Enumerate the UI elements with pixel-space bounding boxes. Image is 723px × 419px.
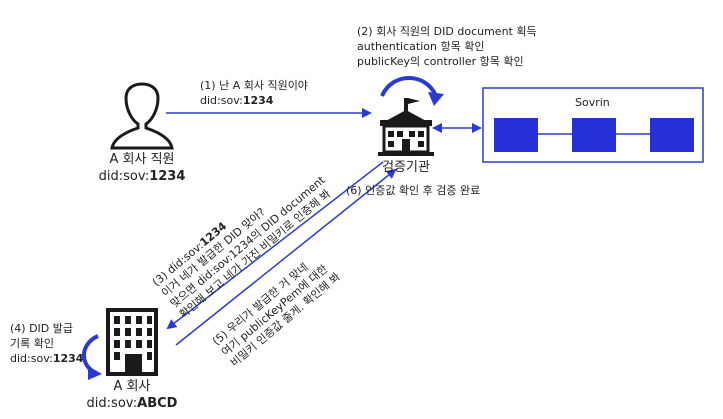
person-icon [110, 82, 174, 150]
step2-line3: publicKey의 controller 항목 확인 [357, 55, 524, 68]
arrow-step3 [166, 161, 384, 330]
verifier-name: 검증기관 [382, 160, 430, 175]
arrow-step2-curve [380, 76, 438, 97]
step1-did: did:sov:1234 [200, 94, 273, 108]
ledger-name: Sovrin [575, 96, 610, 109]
step2-line2: authentication 항목 확인 [357, 40, 485, 53]
step4-did-prefix: did:sov: [10, 352, 53, 365]
step1-did-prefix: did:sov: [200, 94, 243, 107]
step1-line1: (1) 난 A 회사 직원이야 [200, 79, 308, 92]
arrow-step4-curve [82, 334, 99, 374]
institution-building-icon [378, 98, 434, 156]
step4-did: did:sov:1234 [10, 352, 83, 366]
step1-did-number: 1234 [242, 94, 274, 107]
arrow-step2-head [428, 92, 444, 106]
ledger-block-3 [650, 118, 694, 152]
company-did-prefix: did:sov: [86, 396, 138, 411]
step4-did-number: 1234 [52, 352, 84, 365]
step4-line2: 기록 확인 [10, 337, 54, 350]
employee-title: A 회사 직원 [109, 152, 175, 167]
step2-line1: (2) 회사 직원의 DID document 획득 [357, 25, 537, 38]
employee-did-prefix: did:sov: [98, 169, 150, 184]
step6-text: (6) 인증값 확인 후 검증 완료 [346, 184, 481, 197]
company-did-suffix: ABCD [137, 396, 178, 411]
office-tower-icon [106, 308, 158, 376]
company-did: did:sov:ABCD [70, 396, 194, 412]
arrow-step4-head [88, 366, 102, 380]
step4-line1: (4) DID 발급 [10, 322, 73, 335]
ledger-block-2 [572, 118, 616, 152]
employee-did: did:sov:1234 [86, 169, 198, 185]
ledger-block-1 [494, 118, 538, 152]
company-title: A 회사 [113, 379, 151, 394]
arrow-step5 [175, 168, 397, 346]
ledger-frame [482, 87, 704, 163]
employee-did-number: 1234 [149, 169, 186, 184]
